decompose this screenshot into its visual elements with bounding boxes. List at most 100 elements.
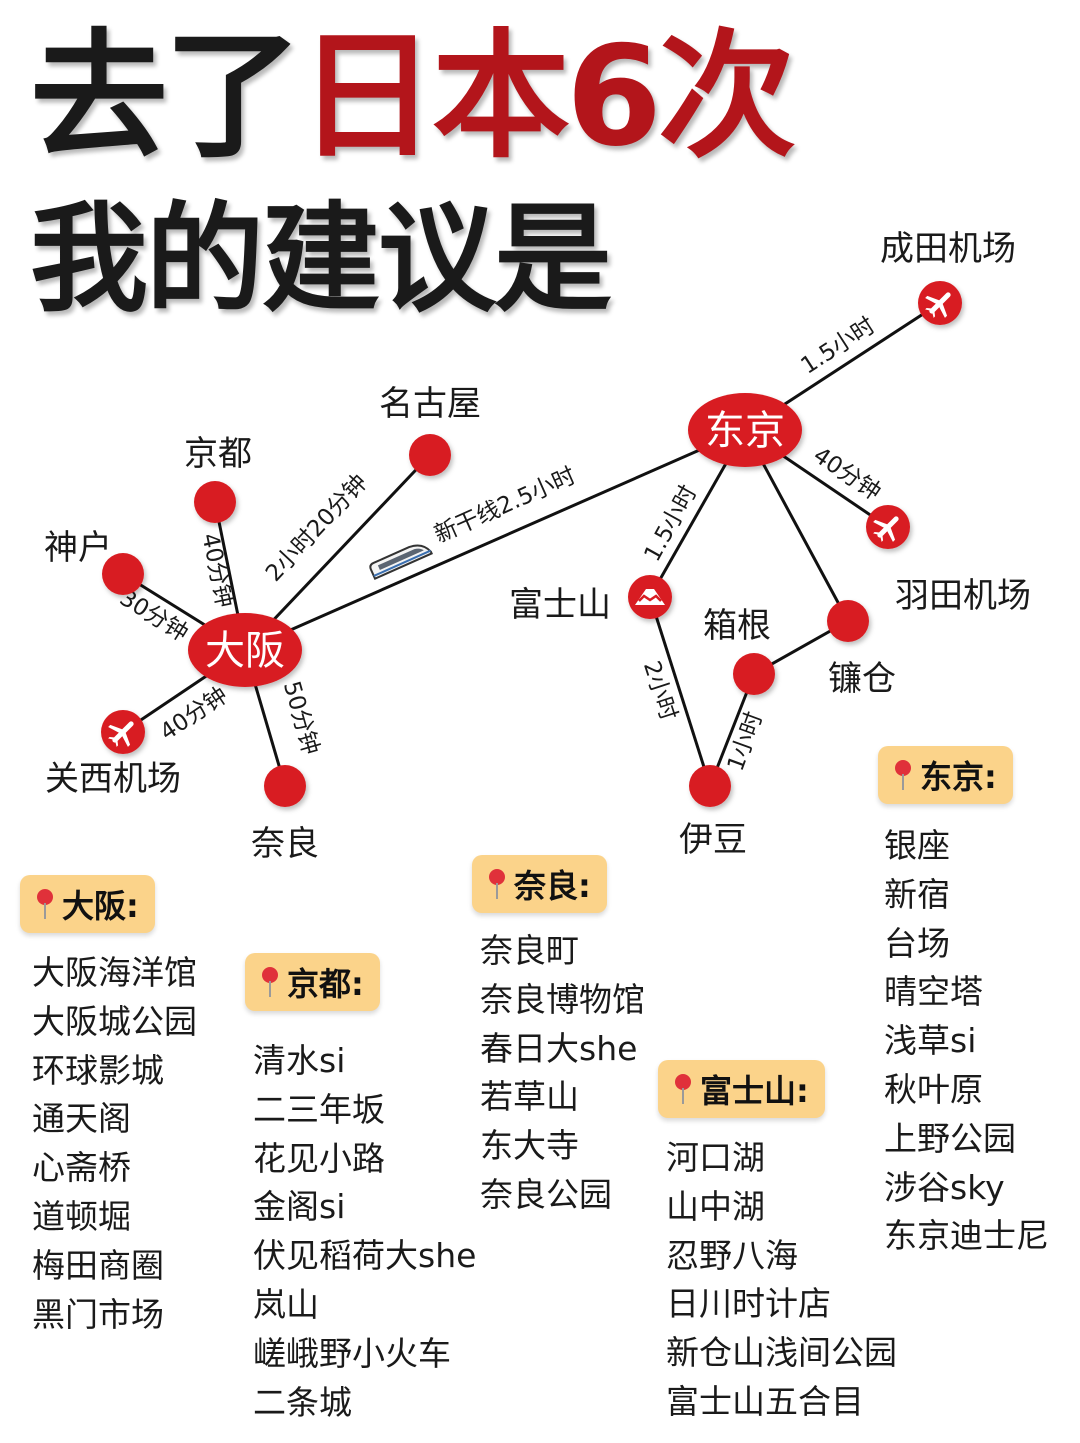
mount-fuji-icon xyxy=(628,575,672,619)
hub-tokyo: 东京 xyxy=(688,393,802,467)
hub-osaka-label: 大阪 xyxy=(205,628,285,674)
section-tag-fuji: 富士山: xyxy=(658,1060,825,1118)
list-item: 二三年坂 xyxy=(253,1089,385,1129)
section-tag-label: 东京: xyxy=(920,758,997,796)
place-list-osaka: 大阪海洋馆 大阪城公园 环球影城 通天阁 心斋桥 道顿堀 梅田商圈 黑门市场 xyxy=(32,949,197,1339)
route-line-shinkansen xyxy=(244,428,746,652)
title-part-red: 日本6次 xyxy=(298,16,796,177)
section-tag-label: 大阪: xyxy=(62,887,139,925)
list-item: 黑门市场 xyxy=(32,1294,164,1334)
node-kamakura xyxy=(827,600,869,642)
list-item: 若草山 xyxy=(480,1077,579,1117)
list-item: 银座 xyxy=(884,826,950,865)
label-haneda-time: 40分钟 xyxy=(808,442,885,506)
list-item: 金阁si xyxy=(253,1187,346,1227)
node-kobe xyxy=(102,553,144,595)
place-list-fuji: 河口湖 山中湖 忍野八海 日川时计店 新仓山浅间公园 富士山五合目 xyxy=(666,1134,897,1427)
list-item: 浅草si xyxy=(884,1021,977,1061)
list-item: 富士山五合目 xyxy=(666,1381,864,1421)
location-pin-icon xyxy=(486,867,508,901)
list-item: 河口湖 xyxy=(666,1138,765,1177)
section-tag-label: 富士山: xyxy=(700,1072,809,1110)
location-pin-icon xyxy=(672,1072,694,1106)
list-item: 奈良博物馆 xyxy=(480,979,645,1019)
place-haneda: 羽田机场 xyxy=(895,576,1031,616)
list-item: 新宿 xyxy=(884,874,950,914)
node-izu xyxy=(689,765,731,807)
list-item: 清水si xyxy=(253,1041,346,1080)
list-item: 秋叶原 xyxy=(884,1069,983,1109)
place-kamakura: 镰仓 xyxy=(828,659,896,699)
list-item: 东京迪士尼 xyxy=(884,1216,1049,1256)
location-pin-icon xyxy=(259,965,281,999)
place-hakone: 箱根 xyxy=(703,606,771,646)
label-kyoto-time: 40分钟 xyxy=(196,531,237,610)
node-nagoya xyxy=(409,434,451,476)
list-item: 涉谷sky xyxy=(884,1167,1005,1207)
list-item: 晴空塔 xyxy=(884,972,983,1012)
list-item: 上野公园 xyxy=(884,1118,1016,1158)
page-title-line1: 去了日本6次 xyxy=(30,28,796,166)
node-nara xyxy=(264,765,306,807)
title-part-black: 去了 xyxy=(30,16,302,177)
place-nagoya: 名古屋 xyxy=(379,384,481,424)
list-item: 道顿堀 xyxy=(32,1196,131,1236)
place-nara: 奈良 xyxy=(251,824,319,864)
list-item: 忍野八海 xyxy=(666,1235,798,1275)
location-pin-icon xyxy=(892,758,914,792)
label-izu-hakone-time: 1小时 xyxy=(723,709,768,775)
section-fuji: 富士山: 河口湖 山中湖 忍野八海 日川时计店 新仓山浅间公园 富士山五合目 xyxy=(658,1060,897,1427)
node-kyoto xyxy=(194,481,236,523)
map-nodes xyxy=(102,434,869,807)
list-item: 大阪城公园 xyxy=(32,1001,197,1041)
section-tag-label: 奈良: xyxy=(514,867,591,905)
section-tag-tokyo: 东京: xyxy=(878,746,1013,804)
section-tag-osaka: 大阪: xyxy=(20,875,155,933)
label-fuji-izu-time: 2小时 xyxy=(638,658,681,724)
page-title-line2: 我的建议是 xyxy=(30,190,612,328)
label-nara-time: 50分钟 xyxy=(278,678,324,758)
place-kobe: 神户 xyxy=(44,528,112,568)
location-pin-icon xyxy=(34,887,56,921)
route-line-fuji-izu xyxy=(648,596,712,787)
list-item: 心斋桥 xyxy=(32,1148,131,1188)
place-list-nara: 奈良町 奈良博物馆 春日大she 若草山 东大寺 奈良公园 xyxy=(480,927,645,1220)
airplane-icon xyxy=(866,505,910,549)
place-kyoto: 京都 xyxy=(184,434,252,474)
list-item: 伏见稻荷大she xyxy=(253,1236,477,1276)
hub-tokyo-label: 东京 xyxy=(705,408,785,454)
airplane-icon xyxy=(101,710,145,754)
list-item: 奈良町 xyxy=(480,931,579,970)
list-item: 新仓山浅间公园 xyxy=(666,1333,897,1373)
list-item: 花见小路 xyxy=(253,1138,385,1178)
section-tag-kyoto: 京都: xyxy=(245,953,380,1011)
section-tokyo: 东京: 银座 新宿 台场 晴空塔 浅草si 秋叶原 上野公园 涉谷sky 东京迪… xyxy=(878,746,1049,1261)
list-item: 东大寺 xyxy=(480,1126,579,1166)
airplane-icon xyxy=(918,281,962,325)
section-kyoto: 京都: 清水si 二三年坂 花见小路 金阁si 伏见稻荷大she 岚山 嵯峨野小… xyxy=(245,953,476,1427)
list-item: 春日大she xyxy=(480,1028,638,1068)
list-item: 嵯峨野小火车 xyxy=(253,1333,451,1373)
place-narita: 成田机场 xyxy=(880,229,1016,269)
route-time-labels: 新干线2.5小时 2小时20分钟 40分钟 30分钟 40分钟 50分钟 1.5… xyxy=(115,313,885,775)
list-item: 环球影城 xyxy=(32,1050,164,1090)
list-item: 二条城 xyxy=(253,1382,352,1422)
list-item: 日川时计店 xyxy=(666,1284,831,1324)
list-item: 大阪海洋馆 xyxy=(32,953,197,992)
list-item: 岚山 xyxy=(253,1284,319,1324)
section-tag-label: 京都: xyxy=(287,965,364,1003)
shinkansen-train-icon xyxy=(369,544,433,581)
label-kansai-time: 40分钟 xyxy=(156,682,233,746)
place-list-tokyo: 银座 新宿 台场 晴空塔 浅草si 秋叶原 上野公园 涉谷sky 东京迪士尼 xyxy=(884,822,1049,1261)
list-item: 通天阁 xyxy=(32,1099,131,1139)
place-kansai-airport: 关西机场 xyxy=(45,759,181,799)
label-nagoya-time: 2小时20分钟 xyxy=(261,470,373,587)
place-list-kyoto: 清水si 二三年坂 花见小路 金阁si 伏见稻荷大she 岚山 嵯峨野小火车 二… xyxy=(253,1037,476,1427)
list-item: 奈良公园 xyxy=(480,1174,612,1214)
route-line-nagoya xyxy=(243,453,432,652)
list-item: 山中湖 xyxy=(666,1186,765,1226)
route-lines xyxy=(122,301,941,787)
node-hakone xyxy=(733,653,775,695)
place-labels: 名古屋 京都 神户 关西机场 奈良 成田机场 羽田机场 富士山 箱根 镰仓 伊豆 xyxy=(44,229,1031,864)
route-map: 新干线2.5小时 2小时20分钟 40分钟 30分钟 40分钟 50分钟 1.5… xyxy=(44,229,1031,864)
